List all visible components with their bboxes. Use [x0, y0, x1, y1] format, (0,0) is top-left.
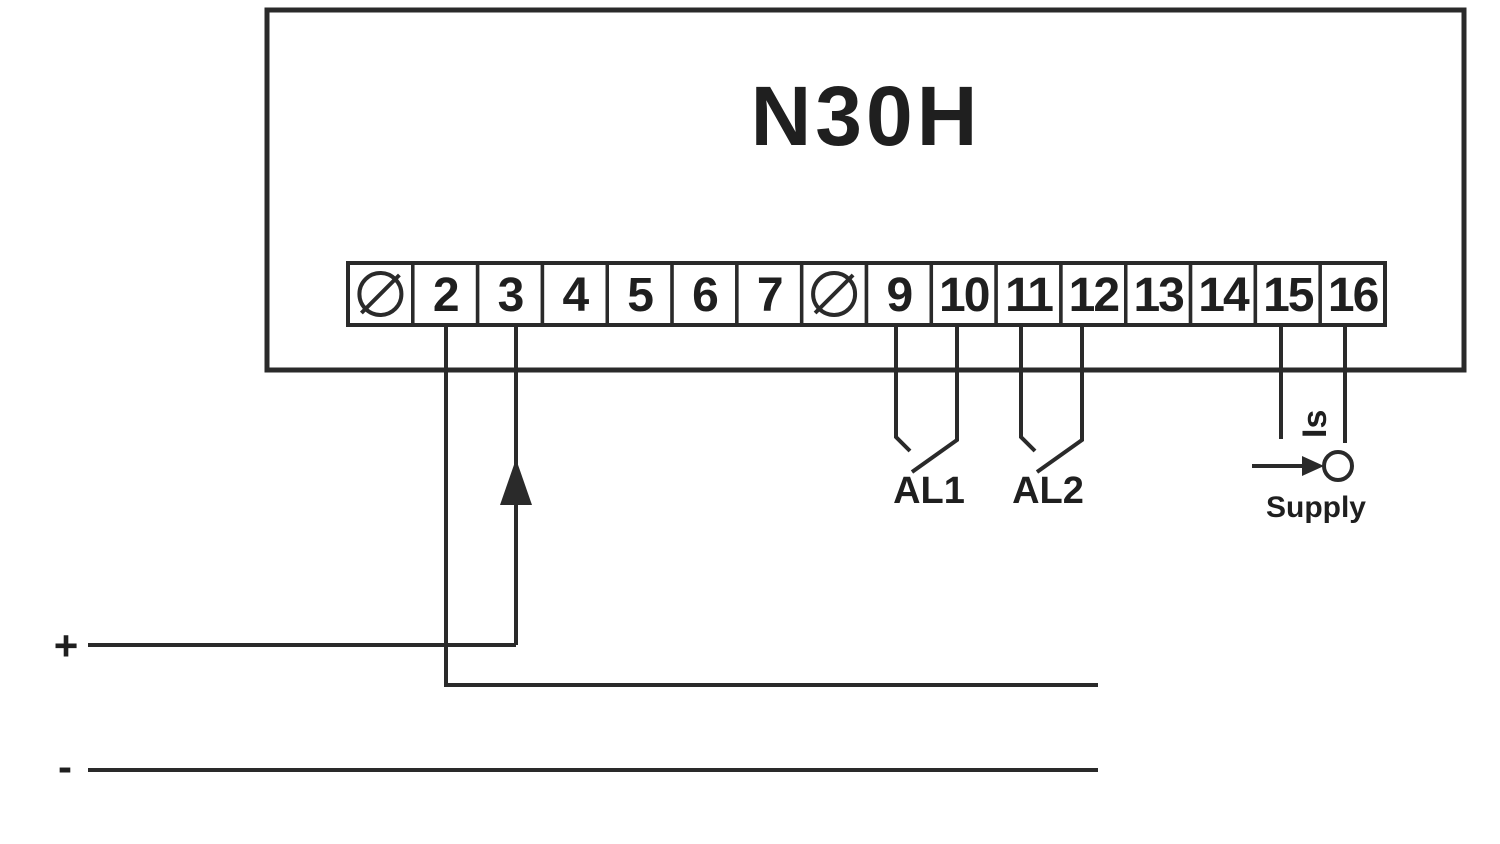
supply-socket-circle	[1322, 450, 1354, 482]
wire-terminal11	[1019, 325, 1037, 453]
terminal-number: 5	[627, 269, 653, 322]
terminal-number: 3	[498, 269, 523, 322]
terminal-number: 4	[562, 269, 589, 322]
terminal-cell-9: 9	[864, 261, 934, 327]
input-arrow-up-icon	[500, 459, 532, 505]
wire-terminal2-output	[444, 325, 1098, 687]
terminal-cell-11: 11	[994, 261, 1063, 327]
terminal-cell-3: 3	[475, 261, 545, 327]
alarm2-label: AL2	[1012, 470, 1084, 512]
plus-input: +	[54, 622, 516, 669]
terminal-number: 13	[1133, 269, 1183, 322]
terminal-cell-box	[411, 261, 480, 327]
terminal-cell-box	[1124, 261, 1193, 327]
supply-plug-icon	[1252, 450, 1354, 482]
supply-connection: Is Supply	[1252, 325, 1366, 524]
screw-slash-icon	[813, 273, 855, 315]
terminal-number: 10	[939, 269, 989, 322]
alarm2-contact: AL2	[1012, 325, 1084, 512]
terminal-number: 12	[1069, 269, 1119, 322]
terminal-cell-14: 14	[1188, 261, 1258, 327]
terminal-cell-7: 7	[735, 261, 804, 327]
supply-arrow-head	[1302, 456, 1324, 476]
terminal-number: 7	[757, 269, 782, 322]
wire-terminal9	[894, 325, 912, 453]
terminal-number: 11	[1005, 269, 1053, 322]
terminal-cell-5: 5	[605, 261, 674, 327]
screw-slash-icon	[359, 273, 401, 315]
terminal-strip-border	[346, 261, 1387, 327]
supply-current-label: Is	[1296, 410, 1334, 438]
supply-label: Supply	[1266, 491, 1366, 524]
terminal-number: 14	[1198, 269, 1250, 322]
minus-sign: -	[58, 743, 72, 790]
terminal-cell-16: 16	[1318, 261, 1387, 327]
terminal-cell-screw	[799, 261, 869, 327]
plus-sign: +	[54, 622, 79, 669]
alarm1-label: AL1	[893, 470, 965, 512]
terminal-cell-10: 10	[929, 261, 998, 327]
device-outline	[264, 7, 1467, 373]
wire-terminal12-contact-arm	[1035, 325, 1084, 474]
terminal-cell-13: 13	[1124, 261, 1193, 327]
wire-terminal10-contact-arm	[910, 325, 959, 474]
screw-terminal-icon	[357, 271, 404, 317]
device-title: N30H	[751, 69, 982, 163]
terminal-number: 9	[887, 269, 912, 322]
terminal-cell-box	[1188, 261, 1258, 327]
terminal-number: 15	[1263, 269, 1314, 322]
alarm1-contact: AL1	[893, 325, 965, 512]
terminal-cell-4: 4	[540, 261, 609, 327]
terminal-number: 6	[692, 269, 717, 322]
terminal-cell-6: 6	[670, 261, 739, 327]
terminal-cell-screw	[346, 261, 415, 327]
terminal-cell-12: 12	[1059, 261, 1128, 327]
terminal-number: 16	[1328, 269, 1378, 322]
screw-terminal-icon	[811, 271, 858, 317]
minus-input: -	[58, 743, 1098, 790]
terminal-cell-2: 2	[411, 261, 480, 327]
terminal-cell-box	[929, 261, 998, 327]
terminal-cell-15: 15	[1253, 261, 1322, 327]
terminal-number: 2	[433, 269, 458, 322]
